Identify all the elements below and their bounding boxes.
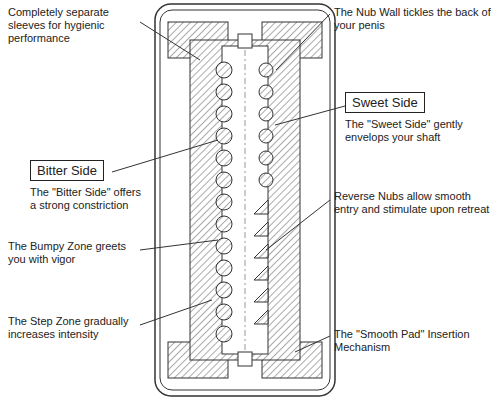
side-description: The "Sweet Side" gently envelops your sh…: [345, 118, 493, 144]
inner-case: [160, 10, 330, 390]
reverse-nub: [254, 200, 268, 214]
callout-text: The Bumpy Zone greets you with vigor: [8, 240, 143, 266]
bump-nub: [216, 326, 232, 342]
wall-nub: [259, 129, 273, 143]
reverse-nub: [254, 310, 268, 324]
side-heading: Sweet Side: [345, 92, 425, 113]
bump-nub: [216, 150, 232, 166]
side-callout: Sweet SideThe "Sweet Side" gently envelo…: [345, 92, 493, 144]
side-heading: Bitter Side: [30, 160, 104, 181]
outer-case: [155, 4, 335, 396]
bump-nub: [216, 238, 232, 254]
wall-nub: [259, 173, 273, 187]
callout-text: The Step Zone gradually increases intens…: [8, 315, 143, 341]
leader-line: [266, 200, 330, 250]
reverse-nub: [254, 244, 268, 258]
wall-nub: [259, 107, 273, 121]
side-description: The "Bitter Side" offers a strong constr…: [30, 186, 150, 212]
side-callout: Bitter SideThe "Bitter Side" offers a st…: [30, 160, 150, 212]
bump-nub: [216, 260, 232, 276]
top-slot: [238, 34, 252, 48]
wall-nub: [259, 63, 273, 77]
sleeve: [190, 40, 300, 360]
wall-nub: [259, 151, 273, 165]
bottom-slot: [238, 352, 252, 366]
callout-text: The "Smooth Pad" Insertion Mechanism: [334, 328, 494, 354]
leader-line: [140, 240, 218, 250]
leader-line: [140, 22, 200, 60]
callout-text: Completely separate sleeves for hygienic…: [8, 6, 143, 45]
leader-line: [275, 106, 345, 125]
leader-line: [295, 336, 330, 352]
bump-nub: [216, 282, 232, 298]
callout-text: Reverse Nubs allow smooth entry and stim…: [334, 190, 494, 216]
bump-nub: [216, 304, 232, 320]
bump-nub: [216, 106, 232, 122]
bump-nub: [216, 216, 232, 232]
leader-line: [112, 140, 218, 172]
center-line: [245, 50, 246, 350]
wall-nub: [259, 85, 273, 99]
bump-nub: [216, 84, 232, 100]
reverse-nub: [254, 288, 268, 302]
bump-nub: [216, 62, 232, 78]
leader-line: [140, 300, 212, 325]
leader-line: [276, 14, 330, 70]
bump-nub: [216, 172, 232, 188]
reverse-nub: [254, 266, 268, 280]
bump-nub: [216, 194, 232, 210]
bump-nub: [216, 128, 232, 144]
callout-text: The Nub Wall tickles the back of your pe…: [334, 6, 494, 32]
reverse-nub: [254, 222, 268, 236]
